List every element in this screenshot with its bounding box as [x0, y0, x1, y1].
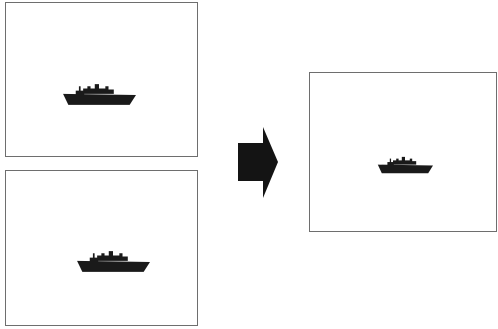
ship-silhouette-icon — [62, 83, 136, 107]
right-arrow-icon — [238, 127, 278, 198]
ship-silhouette-icon — [377, 156, 433, 175]
input-frame-bottom — [5, 170, 198, 326]
ship-silhouette-icon — [76, 250, 150, 274]
input-frame-top — [5, 2, 198, 157]
result-frame — [309, 72, 497, 232]
